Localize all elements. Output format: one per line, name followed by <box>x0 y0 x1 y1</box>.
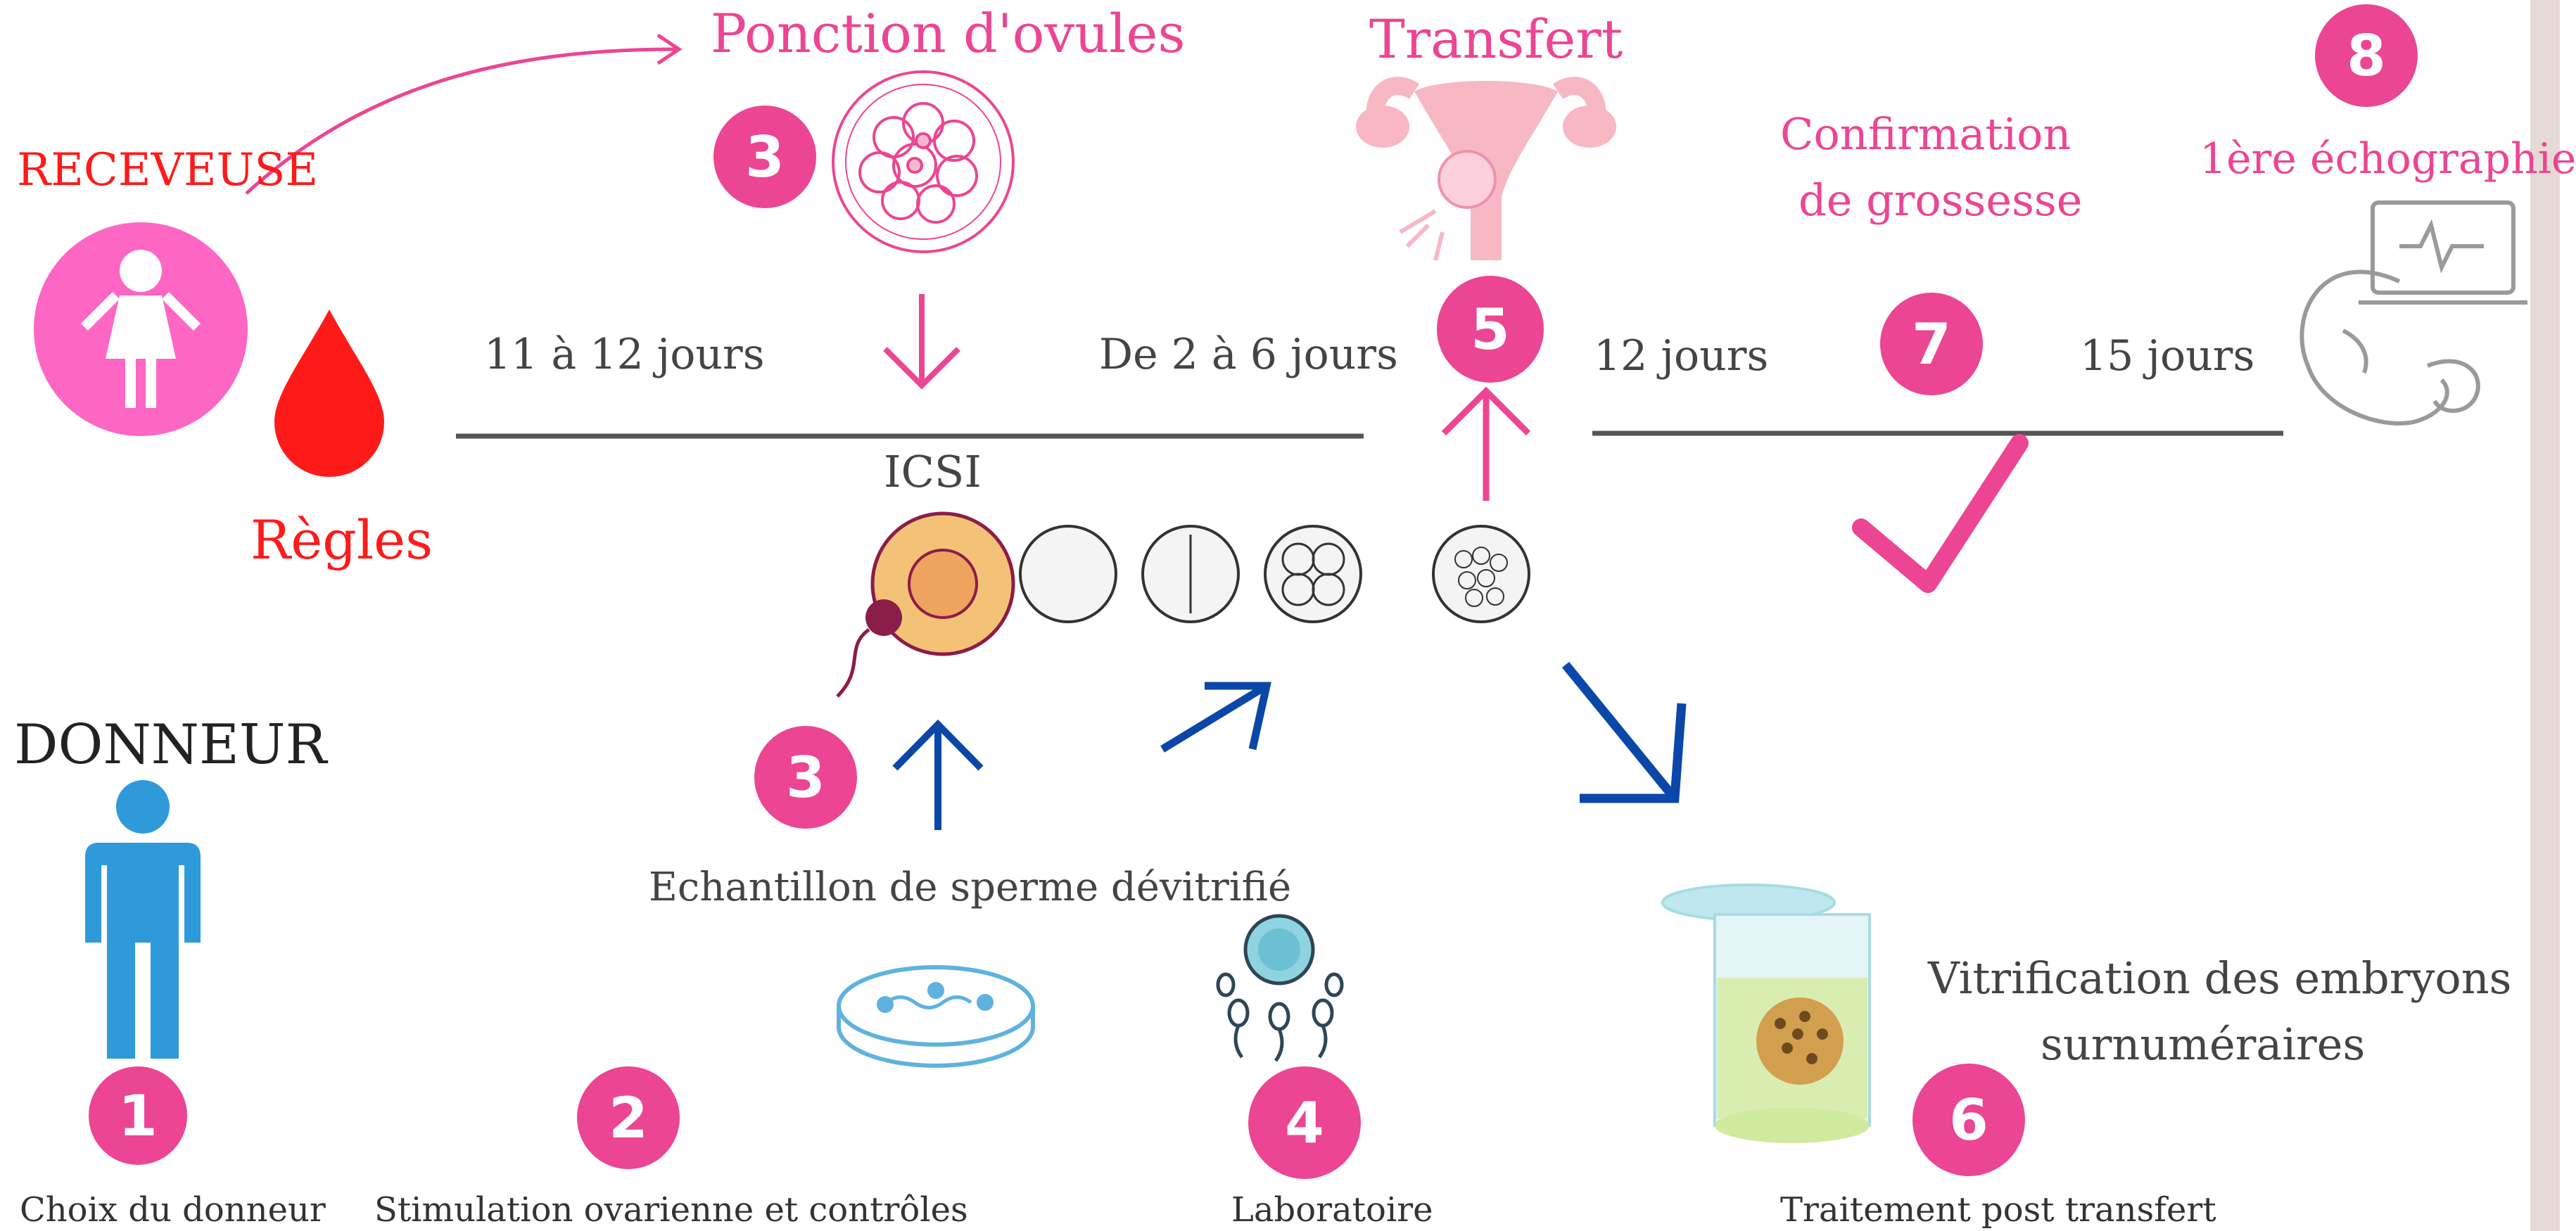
step-badge-3a: 3 <box>713 106 816 208</box>
step-6-label: Traitement post transfert <box>1780 1190 2216 1230</box>
echographie-label: 1ère échographie <box>2200 134 2576 184</box>
ponction-title: Ponction d'ovules <box>711 2 1186 65</box>
duration-3: 12 jours <box>1594 331 1769 381</box>
checkmark-icon <box>1852 434 2029 593</box>
down-arrow-icon <box>883 294 960 390</box>
up-arrow-icon <box>1441 386 1531 501</box>
step-badge-2: 2 <box>577 1066 680 1169</box>
duration-4: 15 jours <box>2080 331 2255 381</box>
man-icon <box>85 780 201 1059</box>
embryo-stages-icon <box>1019 525 1530 623</box>
uterus-icon <box>1356 77 1616 261</box>
embryo-jar-icon <box>1661 884 1871 1143</box>
blood-drop-icon <box>274 310 384 477</box>
vitrification-line1: Vitrification des embryons <box>1928 952 2512 1004</box>
icsi-label: ICSI <box>884 446 982 497</box>
woman-icon <box>34 222 248 436</box>
step-badge-5: 5 <box>1437 276 1544 383</box>
donneur-label: DONNEUR <box>14 713 327 777</box>
step-badge-1: 1 <box>89 1066 187 1165</box>
step-2-label: Stimulation ovarienne et contrôles <box>374 1190 968 1230</box>
sperme-label: Echantillon de sperme dévitrifié <box>649 865 1292 910</box>
duration-2: De 2 à 6 jours <box>1099 330 1398 379</box>
duration-1: 11 à 12 jours <box>484 330 765 379</box>
step-badge-7: 7 <box>1880 293 1983 395</box>
regles-label: Règles <box>250 509 433 571</box>
step-4-label: Laboratoire <box>1231 1190 1433 1230</box>
blue-diagonal-arrow-icon <box>1160 682 1271 753</box>
step-badge-4: 4 <box>1248 1066 1361 1179</box>
fetus-monitor-icon <box>2299 200 2527 426</box>
step-badge-8: 8 <box>2315 4 2418 107</box>
egg-sperm-icon <box>836 511 1015 698</box>
confirmation-line2: de grossesse <box>1798 174 2083 226</box>
curved-arrow-icon <box>245 33 683 195</box>
sperm-dish-icon <box>837 965 1035 1068</box>
confirmation-line1: Confirmation <box>1780 108 2071 160</box>
vitrification-line2: surnuméraires <box>2041 1019 2366 1070</box>
blue-down-arrow-icon <box>1561 661 1687 803</box>
side-bar <box>2530 0 2560 1231</box>
step-badge-6: 6 <box>1912 1064 2025 1176</box>
egg-cells-icon <box>832 70 1015 253</box>
receveuse-label: RECEVEUSE <box>17 144 319 196</box>
step-1-label: Choix du donneur <box>20 1190 326 1230</box>
transfert-title: Transfert <box>1369 8 1623 70</box>
blue-up-arrow-icon <box>892 719 984 830</box>
step-badge-3b: 3 <box>754 726 857 829</box>
lab-egg-sperm-icon <box>1216 914 1344 1062</box>
